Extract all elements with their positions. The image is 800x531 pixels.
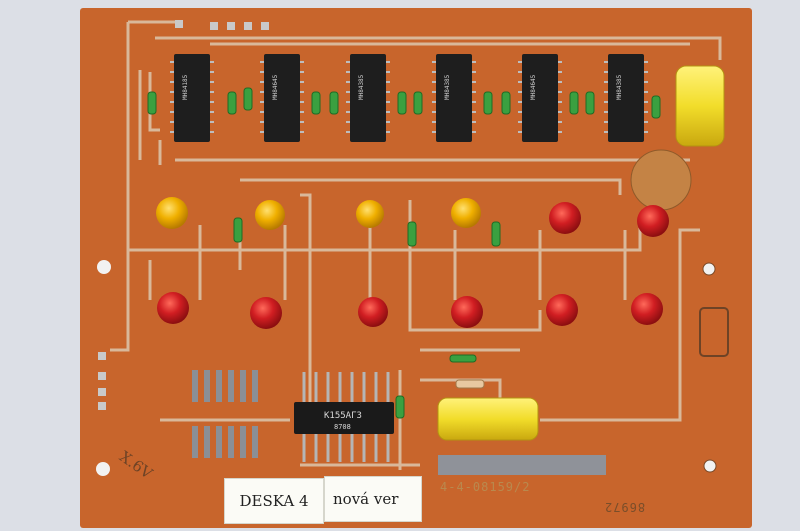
mounting-hole: [702, 262, 716, 276]
led-yellow: [255, 200, 285, 230]
top-pads: [98, 20, 269, 410]
led-red: [358, 297, 388, 327]
ic-text: MH84185: [182, 74, 189, 100]
led-yellow: [356, 200, 384, 228]
mounting-hole: [97, 260, 111, 274]
ic-chip: MH84385: [350, 54, 386, 142]
mounting-hole: [96, 462, 110, 476]
led-row-top: [156, 197, 669, 237]
ic-chip: MH84385: [436, 54, 472, 142]
ic-text: MH84385: [358, 74, 365, 100]
handwritten-number: 86972: [604, 500, 646, 514]
board-label: DESKA 4: [224, 478, 324, 524]
capacitor-ceramic: [630, 149, 692, 211]
led-yellow: [451, 198, 481, 228]
led-red: [631, 293, 663, 325]
serial-plate: [438, 455, 606, 475]
marker-mark: [699, 307, 729, 357]
version-label: nová ver: [324, 476, 422, 522]
resistors: [147, 87, 661, 419]
top-ic-row: MH84185 MH84645 MH84385 MH84385 MH84645 …: [174, 54, 644, 142]
bottom-ic-part: K155АГЗ: [324, 411, 362, 421]
ic-pins: [170, 61, 648, 133]
led-red: [451, 296, 483, 328]
capacitor-yellow-top: [675, 65, 725, 147]
ic-text: MH84645: [272, 74, 279, 100]
resistor-beige: [455, 379, 485, 389]
led-red: [250, 297, 282, 329]
ic-text: MH84385: [444, 74, 451, 100]
silkscreen-serial: 4-4-08159/2: [440, 480, 531, 494]
led-red: [637, 205, 669, 237]
ic-chip: MH84645: [264, 54, 300, 142]
led-red: [546, 294, 578, 326]
bottom-ic-code: 8708: [334, 423, 351, 431]
ic-chip: MH84185: [174, 54, 210, 142]
ic-chip: MH84385: [608, 54, 644, 142]
ic-text: MH84385: [616, 74, 623, 100]
ic-text: MH84645: [530, 74, 537, 100]
ic-chip: MH84645: [522, 54, 558, 142]
pcb-board: [80, 8, 752, 528]
led-red: [549, 202, 581, 234]
led-row-bottom: [157, 292, 663, 329]
mounting-hole: [703, 459, 717, 473]
bottom-ic: K155АГЗ 8708: [294, 372, 394, 462]
capacitor-yellow-bottom: [437, 397, 539, 441]
led-red: [157, 292, 189, 324]
led-yellow: [156, 197, 188, 229]
copper-traces: [110, 20, 722, 470]
pad-array-left: [192, 370, 258, 458]
